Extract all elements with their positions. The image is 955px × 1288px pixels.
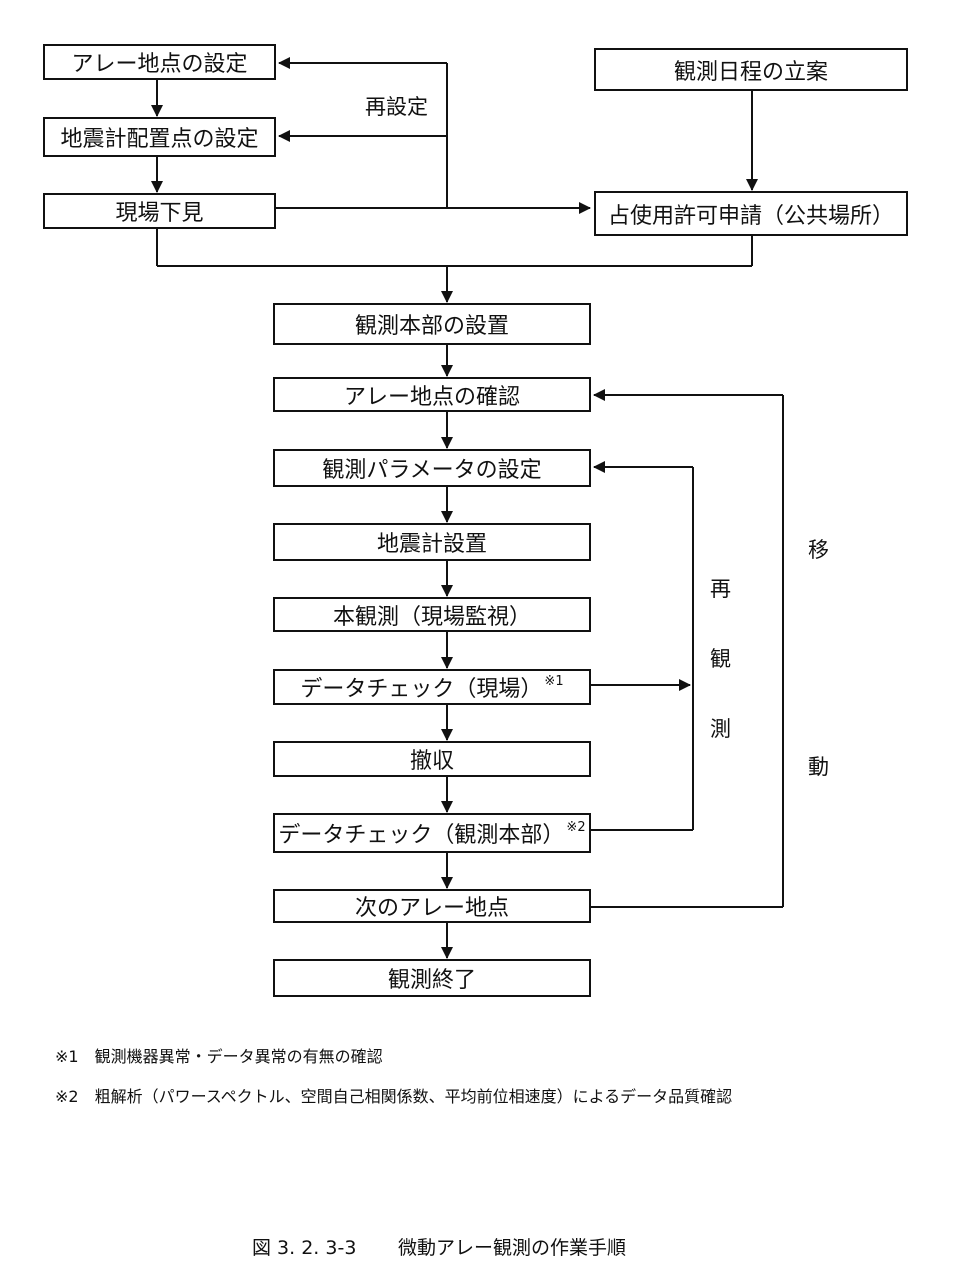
node-label: 観測終了 xyxy=(387,968,476,993)
node-next-array: 次のアレー地点 xyxy=(273,889,591,923)
footnote-1: ※1 観測機器異常・データ異常の有無の確認 xyxy=(55,1047,383,1066)
node-label: 観測日程の立案 xyxy=(673,59,828,85)
node-site-survey: 現場下見 xyxy=(43,193,276,229)
label-move-1: 移 xyxy=(808,538,829,562)
node-end: 観測終了 xyxy=(273,959,591,997)
node-parameter-setup: 観測パラメータの設定 xyxy=(273,449,591,487)
label-reset: 再設定 xyxy=(365,95,428,119)
label-reobs-1: 再 xyxy=(710,577,731,601)
node-hq-setup: 観測本部の設置 xyxy=(273,303,591,345)
node-label: 観測本部の設置 xyxy=(354,314,509,339)
node-label: 次のアレー地点 xyxy=(354,896,509,921)
node-data-check-site: データチェック（現場）※1 xyxy=(273,669,591,705)
node-label: データチェック（観測本部） xyxy=(278,823,565,848)
figure-title: 微動アレー観測の作業手順 xyxy=(398,1237,627,1259)
node-label: 現場下見 xyxy=(115,201,204,226)
node-label: データチェック（現場） xyxy=(300,677,543,702)
node-main-observation: 本観測（現場監視） xyxy=(273,597,591,632)
node-label: アレー地点の設定 xyxy=(71,52,248,77)
label-move-2: 動 xyxy=(808,755,829,779)
node-schedule-planning: 観測日程の立案 xyxy=(594,48,908,91)
node-array-setup: アレー地点の設定 xyxy=(43,44,276,80)
node-label: 観測パラメータの設定 xyxy=(322,458,542,483)
node-data-check-hq: データチェック（観測本部）※2 xyxy=(273,813,591,853)
node-withdraw: 撤収 xyxy=(273,741,591,777)
node-label: 撤収 xyxy=(409,749,454,774)
node-label: 本観測（現場監視） xyxy=(332,604,531,630)
node-label: 地震計設置 xyxy=(376,532,487,557)
node-label: 地震計配置点の設定 xyxy=(60,127,259,152)
node-label: 占使用許可申請（公共場所） xyxy=(607,203,894,229)
node-seismometer-install: 地震計設置 xyxy=(273,523,591,561)
footnote-mark: ※1 xyxy=(544,673,564,689)
node-seismometer-placement: 地震計配置点の設定 xyxy=(43,117,276,157)
node-array-confirm: アレー地点の確認 xyxy=(273,377,591,412)
footnote-2: ※2 粗解析（パワースペクトル、空間自己相関係数、平均前位相速度）によるデータ品… xyxy=(55,1087,733,1106)
node-permit-application: 占使用許可申請（公共場所） xyxy=(594,191,908,236)
label-reobs-2: 観 xyxy=(710,647,731,671)
footnote-mark: ※2 xyxy=(566,819,586,835)
label-reobs-3: 測 xyxy=(710,717,731,741)
figure-number: 図 3. 2. 3-3 xyxy=(252,1237,357,1259)
node-label: アレー地点の確認 xyxy=(343,384,520,410)
